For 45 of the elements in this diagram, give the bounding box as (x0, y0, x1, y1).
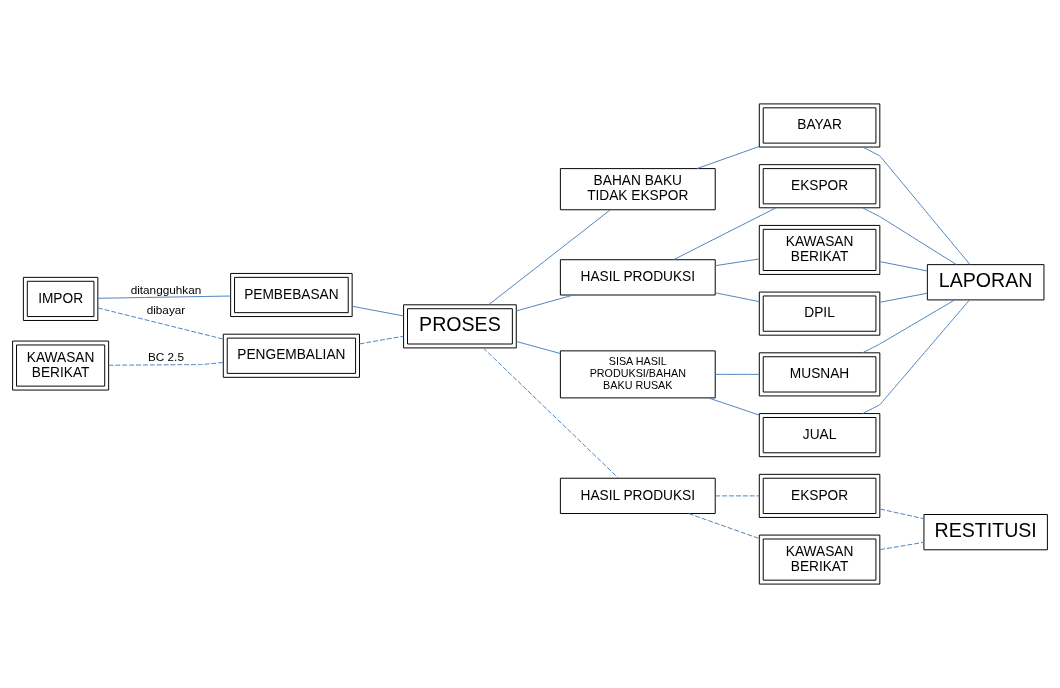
edge-label: dibayar (146, 303, 186, 317)
connector (879, 541, 925, 551)
node-box: PROSES (403, 304, 517, 349)
connector (862, 299, 956, 354)
node-box: RESTITUSI (923, 514, 1048, 551)
connector (862, 146, 971, 265)
connector (879, 508, 925, 520)
edge-label: BC 2.5 (148, 350, 184, 364)
connector (879, 292, 928, 303)
connector (488, 209, 611, 306)
node-box: KAWASAN BERIKAT (12, 340, 110, 391)
connector (688, 513, 760, 540)
node-box: JUAL (758, 413, 881, 458)
connector (516, 341, 561, 354)
connector (97, 307, 224, 340)
connector (714, 292, 760, 303)
node-box: EKSPOR (758, 164, 881, 209)
connector (879, 261, 928, 272)
connector (673, 207, 777, 261)
node-box: HASIL PRODUKSI (559, 259, 716, 296)
connector (516, 294, 574, 312)
connector (483, 347, 619, 479)
node-box: BAHAN BAKU TIDAK EKSPOR (559, 168, 716, 211)
connector (862, 207, 957, 265)
node-box: MUSNAH (758, 352, 881, 397)
node-box: HASIL PRODUKSI (559, 477, 716, 514)
connector (714, 373, 760, 375)
connector (359, 335, 404, 345)
connector (714, 258, 760, 267)
edge-label: ditangguhkan (130, 282, 202, 296)
connector (108, 361, 224, 366)
node-box: DPIL (758, 291, 881, 336)
node-box: PEMBEBASAN (230, 272, 353, 318)
node-box: EKSPOR (758, 473, 881, 518)
connector (708, 397, 760, 416)
connector (352, 305, 404, 317)
node-box: SISA HASIL PRODUKSI/BAHAN BAKU RUSAK (559, 350, 716, 399)
node-box: KAWASAN BERIKAT (758, 534, 881, 585)
connector (696, 146, 760, 170)
node-box: LAPORAN (926, 264, 1045, 301)
connector (862, 299, 970, 415)
connector (97, 295, 231, 299)
node-box: BAYAR (758, 103, 881, 148)
connector (714, 495, 760, 497)
node-box: KAWASAN BERIKAT (758, 224, 881, 275)
